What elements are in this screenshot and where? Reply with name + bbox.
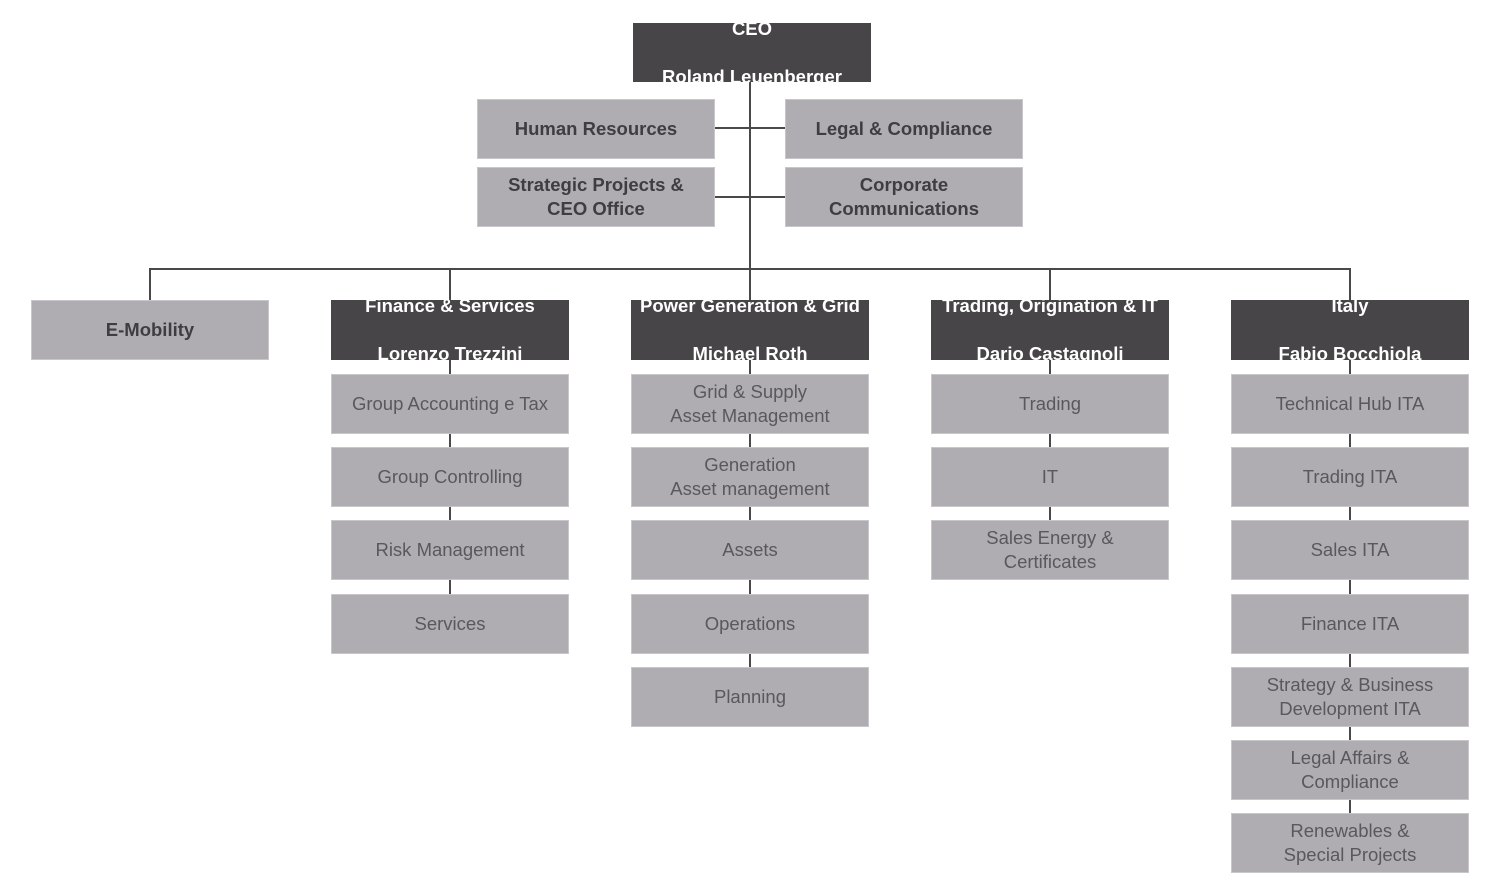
italy-drop-line	[1349, 270, 1351, 301]
finance-services-header: Finance & Services Lorenzo Trezzini	[331, 295, 569, 364]
division-head: Michael Roth	[692, 343, 808, 364]
unit-operations: Operations	[631, 594, 869, 654]
emobility-box: E-Mobility	[31, 300, 269, 360]
division-title: Finance & Services	[365, 295, 535, 316]
division-title: Trading, Origination & IT	[942, 295, 1158, 316]
italy-header: Italy Fabio Bocchiola	[1231, 295, 1469, 364]
emobility-drop-line	[149, 270, 151, 301]
unit-sales-ita: Sales ITA	[1231, 520, 1469, 580]
division-title: Power Generation & Grid	[640, 295, 860, 316]
ceo-title: CEO	[731, 17, 773, 39]
division-head: Dario Castagnoli	[976, 343, 1124, 364]
unit-planning: Planning	[631, 667, 869, 727]
trading-spine-line	[1049, 360, 1051, 521]
trading-drop-line	[1049, 270, 1051, 301]
strategic-projects-box: Strategic Projects & CEO Office	[477, 167, 715, 227]
human-resources-box: Human Resources	[477, 99, 715, 159]
legal-connector-line	[751, 127, 785, 129]
ceo-box: CEO Roland Leuenberger	[633, 18, 871, 87]
division-head: Lorenzo Trezzini	[377, 343, 523, 364]
finance-drop-line	[449, 270, 451, 301]
unit-risk-management: Risk Management	[331, 520, 569, 580]
unit-finance-ita: Finance ITA	[1231, 594, 1469, 654]
corporate-communications-box: Corporate Communications	[785, 167, 1023, 227]
comms-connector-line	[751, 196, 785, 198]
unit-group-accounting: Group Accounting e Tax	[331, 374, 569, 434]
strategic-connector-line	[715, 196, 749, 198]
power-drop-line	[749, 270, 751, 301]
unit-it: IT	[931, 447, 1169, 507]
italy-spine-line	[1349, 360, 1351, 814]
unit-renewables: Renewables & Special Projects	[1231, 813, 1469, 873]
unit-legal-affairs: Legal Affairs & Compliance	[1231, 740, 1469, 800]
power-spine-line	[749, 360, 751, 667]
unit-strategy-business-ita: Strategy & Business Development ITA	[1231, 667, 1469, 727]
unit-assets: Assets	[631, 520, 869, 580]
unit-trading: Trading	[931, 374, 1169, 434]
unit-trading-ita: Trading ITA	[1231, 447, 1469, 507]
unit-technical-hub-ita: Technical Hub ITA	[1231, 374, 1469, 434]
unit-group-controlling: Group Controlling	[331, 447, 569, 507]
unit-grid-supply: Grid & Supply Asset Management	[631, 374, 869, 434]
division-title: Italy	[1331, 295, 1369, 316]
unit-sales-energy: Sales Energy & Certificates	[931, 520, 1169, 580]
hr-connector-line	[715, 127, 749, 129]
unit-services: Services	[331, 594, 569, 654]
power-generation-header: Power Generation & Grid Michael Roth	[631, 295, 869, 364]
division-bus-line	[149, 268, 1351, 270]
trading-origination-header: Trading, Origination & IT Dario Castagno…	[931, 295, 1169, 364]
ceo-trunk-line	[749, 82, 751, 270]
ceo-name: Roland Leuenberger	[662, 65, 842, 87]
legal-compliance-box: Legal & Compliance	[785, 99, 1023, 159]
division-head: Fabio Bocchiola	[1278, 343, 1422, 364]
unit-generation-asset: Generation Asset management	[631, 447, 869, 507]
